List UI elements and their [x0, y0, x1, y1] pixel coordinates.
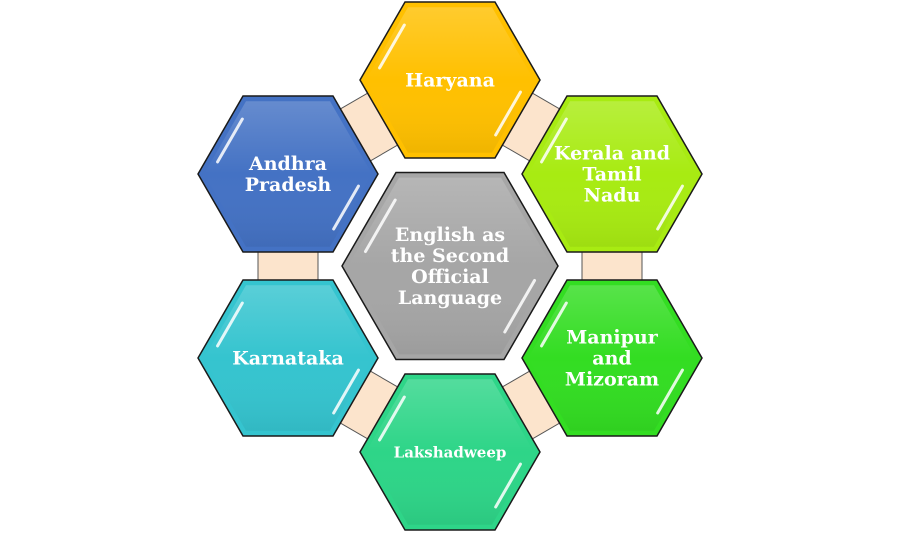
hexagon-center-highlight — [503, 278, 537, 334]
hexagon-haryana-highlight — [494, 90, 522, 137]
hexagon-haryana: Haryana — [359, 1, 541, 159]
hexagon-karnataka-gloss — [204, 285, 372, 431]
hexagon-kerala-and-tamil-nadu-gloss — [528, 101, 696, 247]
hexagon-andhra-pradesh-label-line: Pradesh — [245, 174, 332, 196]
hexagon-kerala-and-tamil-nadu-label-line: Nadu — [584, 185, 641, 207]
hexagon-center-label-line: Language — [398, 287, 502, 309]
hexagon-manipur-and-mizoram-label-line: Manipur — [566, 327, 658, 349]
hexagon-center-gloss — [348, 177, 552, 355]
hexagon-karnataka-highlight — [332, 368, 360, 415]
hexagon-center-highlight — [363, 198, 397, 254]
hexagon-manipur-and-mizoram-gloss — [528, 285, 696, 431]
hexagon-manipur-and-mizoram-label-line: and — [592, 348, 631, 370]
hexagon-kerala-and-tamil-nadu-label-line: Kerala and — [554, 143, 670, 165]
hexagon-andhra-pradesh-gloss — [204, 101, 372, 247]
hexagon-manipur-and-mizoram-label-line: Mizoram — [565, 369, 659, 391]
hexagon-lakshadweep-label-line: Lakshadweep — [394, 443, 507, 461]
hexagon-andhra-pradesh-highlight — [216, 117, 244, 164]
hexagon-center-label-line: Official — [411, 266, 489, 288]
hexagon-manipur-and-mizoram-highlight — [540, 301, 568, 348]
hexagon-lakshadweep-highlight — [494, 462, 522, 509]
hexagon-center-label-line: the Second — [391, 245, 509, 267]
hexagon-andhra-pradesh-label-line: Andhra — [248, 153, 327, 175]
hexagon-haryana-highlight — [378, 23, 406, 70]
hexagon-karnataka-highlight — [216, 301, 244, 348]
hexagon-andhra-pradesh-highlight — [332, 184, 360, 231]
hexagon-manipur-and-mizoram-highlight — [656, 368, 684, 415]
hexagon-kerala-and-tamil-nadu-highlight — [540, 117, 568, 164]
hexagon-kerala-and-tamil-nadu-highlight — [656, 184, 684, 231]
hexagon-haryana-gloss — [366, 7, 534, 153]
hexagon-center-label-line: English as — [395, 224, 505, 246]
hexagon-karnataka: Karnataka — [197, 279, 379, 437]
hexagon-haryana-label-line: Haryana — [405, 70, 495, 92]
hexagon-kerala-and-tamil-nadu-label-line: Tamil — [582, 164, 641, 186]
hexagon-karnataka-label-line: Karnataka — [232, 348, 344, 370]
hexagon-lakshadweep: Lakshadweep — [359, 373, 541, 531]
hexagon-lakshadweep-gloss — [366, 379, 534, 525]
hexagon-lakshadweep-highlight — [378, 395, 406, 442]
